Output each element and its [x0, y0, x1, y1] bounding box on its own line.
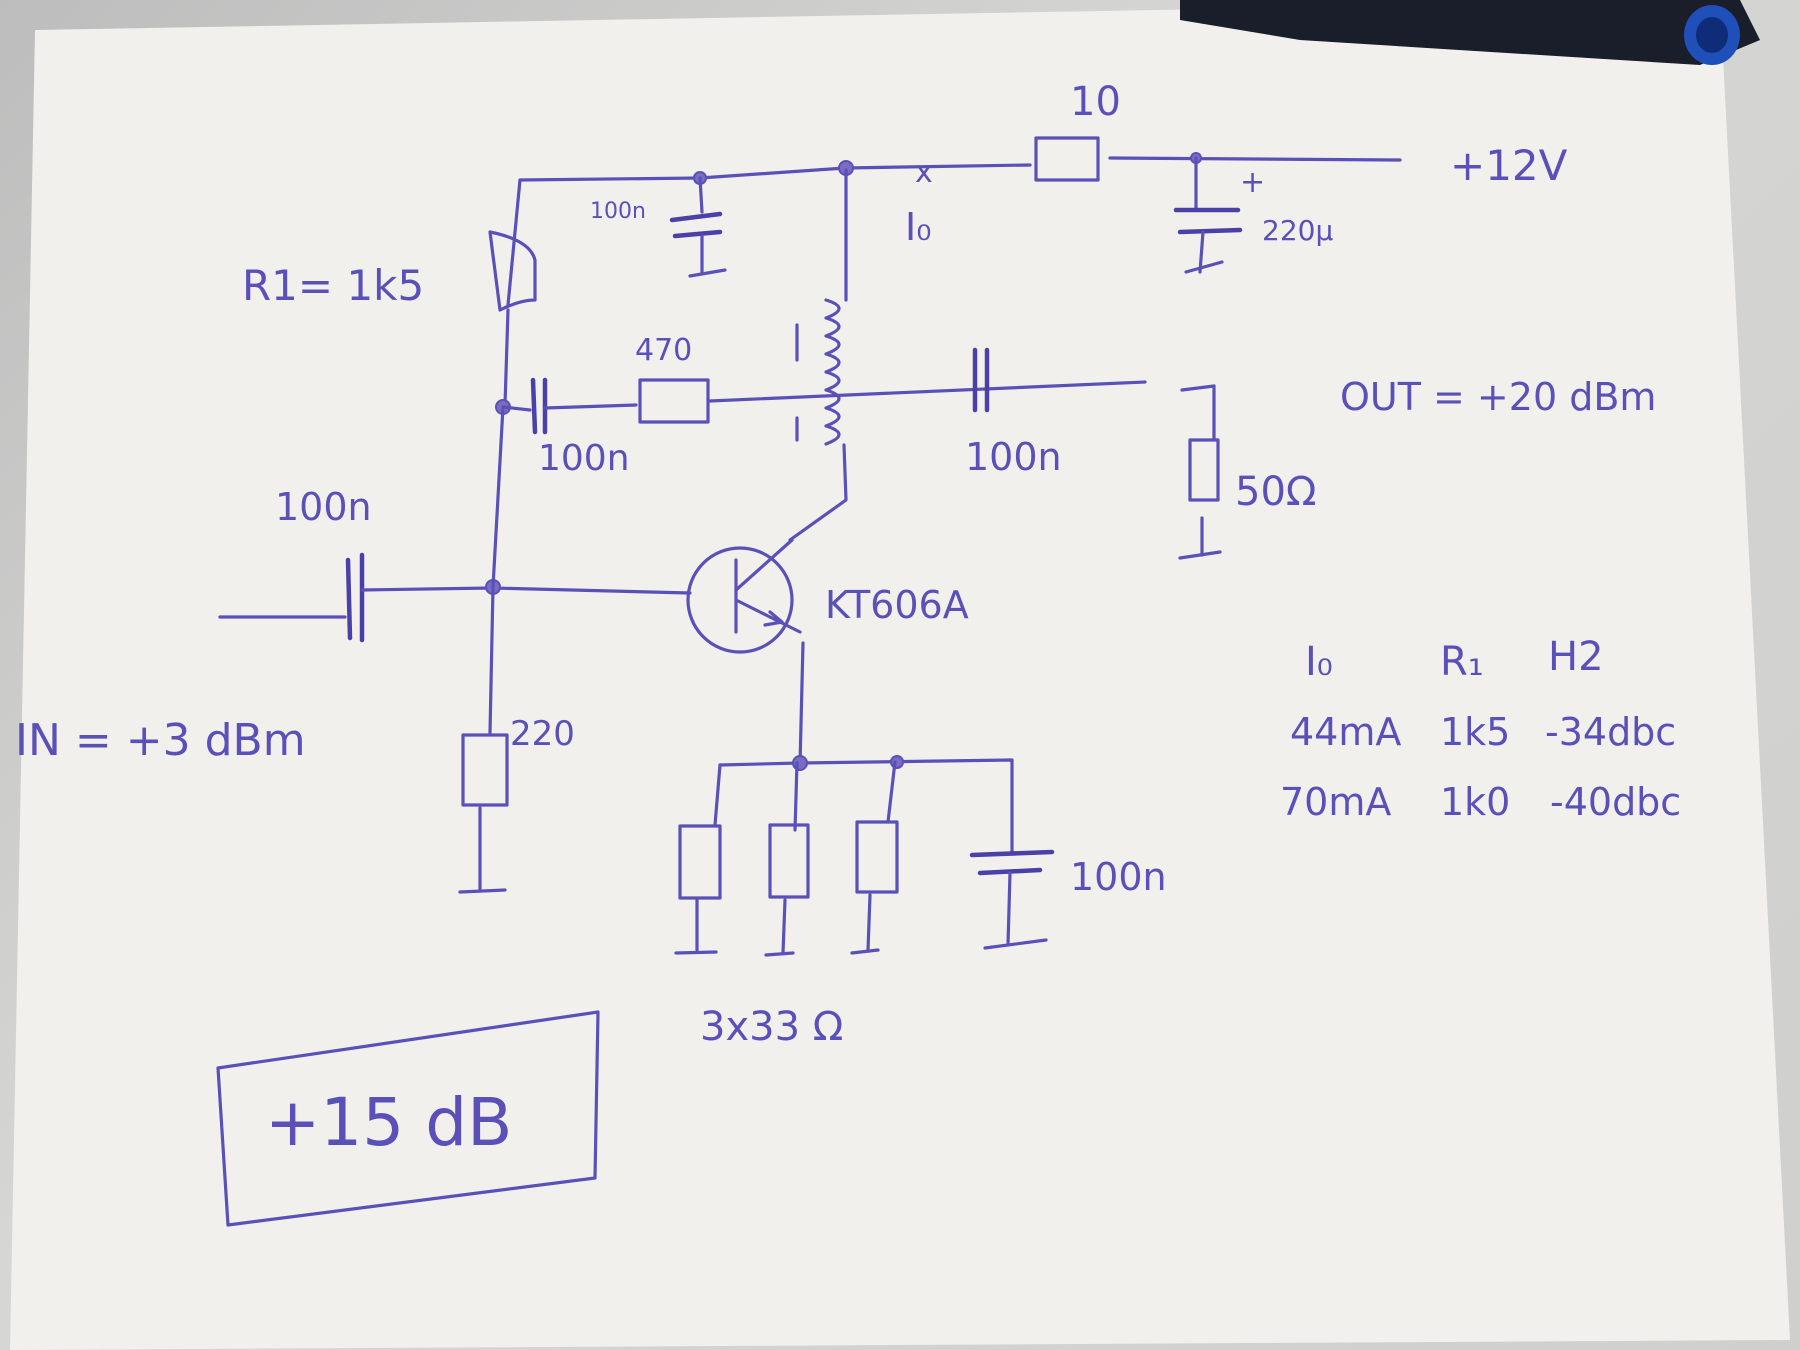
supply-resistor [1034, 136, 1100, 182]
current-label: I₀ [905, 205, 931, 249]
supply-cap-label: 220µ [1262, 214, 1333, 247]
pen-object [1180, 0, 1760, 65]
transistor-label: KT606A [825, 583, 969, 627]
table-cell: 1k0 [1440, 780, 1510, 824]
supply-cap-polarity: + [1240, 165, 1265, 200]
feedback-network [501, 377, 1147, 435]
junction-dot [792, 755, 808, 771]
load-resistor-label: 50Ω [1235, 469, 1316, 515]
transistor-kt606a [686, 538, 805, 767]
r1-label: R1= 1k5 [242, 261, 424, 310]
load-resistor [1188, 438, 1220, 502]
supply-voltage-label: +12V [1450, 141, 1568, 190]
table-cell: 70mA [1280, 780, 1391, 824]
input-cap-label: 100n [275, 485, 372, 529]
paper [10, 0, 1790, 1350]
emitter-network [674, 755, 1055, 957]
gain-box [216, 1010, 600, 1227]
output-level-label: OUT = +20 dBm [1340, 375, 1656, 419]
table-cell: -34dbc [1545, 710, 1676, 754]
table-cell: 1k5 [1440, 710, 1510, 754]
table-header: R₁ [1440, 639, 1484, 685]
feedback-cap-label: 100n [538, 438, 630, 479]
table-header: H2 [1548, 634, 1604, 680]
measurement-table: I₀ R₁ H2 44mA 1k5 -34dbc 70mA 1k0 -40dbc [1280, 634, 1681, 824]
transformer-coil [788, 168, 848, 542]
output-network [972, 347, 1222, 560]
table-header: I₀ [1305, 639, 1333, 685]
emitter-resistors-label: 3x33 Ω [700, 1004, 843, 1050]
current-marker: x [915, 155, 933, 190]
gain-label: +15 dB [265, 1084, 512, 1161]
output-cap-label: 100n [965, 435, 1062, 479]
input-level-label: IN = +3 dBm [15, 715, 306, 766]
table-cell: -40dbc [1550, 780, 1681, 824]
feedback-resistor-label: 470 [635, 333, 692, 368]
r1-resistor [488, 230, 537, 312]
bias-resistor-label: 220 [510, 714, 575, 754]
emitter-cap-label: 100n [1070, 855, 1167, 899]
bias-resistor [461, 733, 509, 807]
input-network [218, 405, 692, 894]
junction-dot [890, 755, 904, 769]
supply-resistor-label: 10 [1070, 79, 1121, 125]
table-cell: 44mA [1290, 710, 1401, 754]
decoupling-cap-label: 100n [590, 199, 646, 224]
supply-rail [506, 136, 1402, 307]
